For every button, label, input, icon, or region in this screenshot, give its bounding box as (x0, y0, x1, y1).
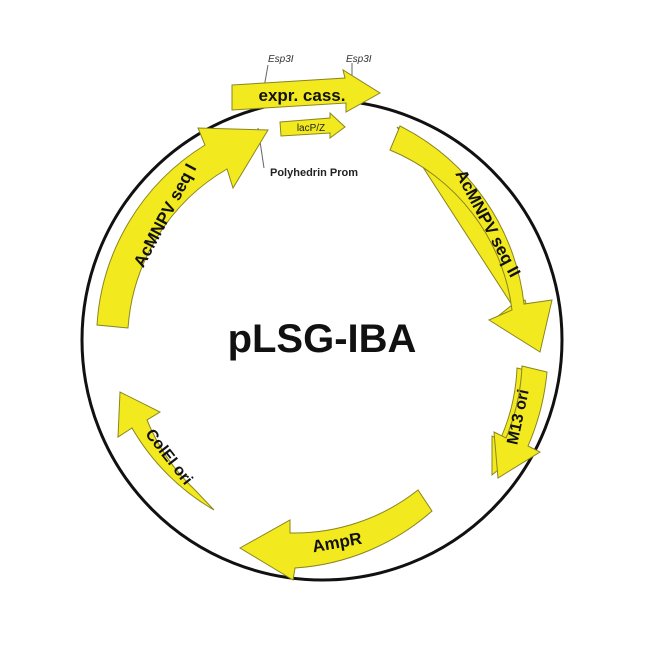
expr-cass-arrow (231, 68, 381, 113)
acmnpv-seq-2-body (389, 125, 553, 353)
lacpz-arrow (279, 111, 346, 139)
m13-ori-body (493, 365, 548, 479)
lacpz-label: lacP/Z (297, 123, 325, 134)
colei-ori-label: ColEI ori (142, 426, 196, 488)
esp3i-right-label: Esp3I (346, 54, 372, 65)
ampr-arrow (239, 489, 433, 581)
colei-ori-arrow (117, 391, 215, 511)
plasmid-name: pLSG-IBA (228, 317, 417, 361)
polyhedrin-prom-label: Polyhedrin Prom (270, 167, 358, 179)
esp3i-left-label: Esp3I (268, 54, 294, 65)
acmnpv-seq-1-arrow (96, 127, 269, 329)
expr-cass-label: expr. cass. (259, 86, 346, 105)
